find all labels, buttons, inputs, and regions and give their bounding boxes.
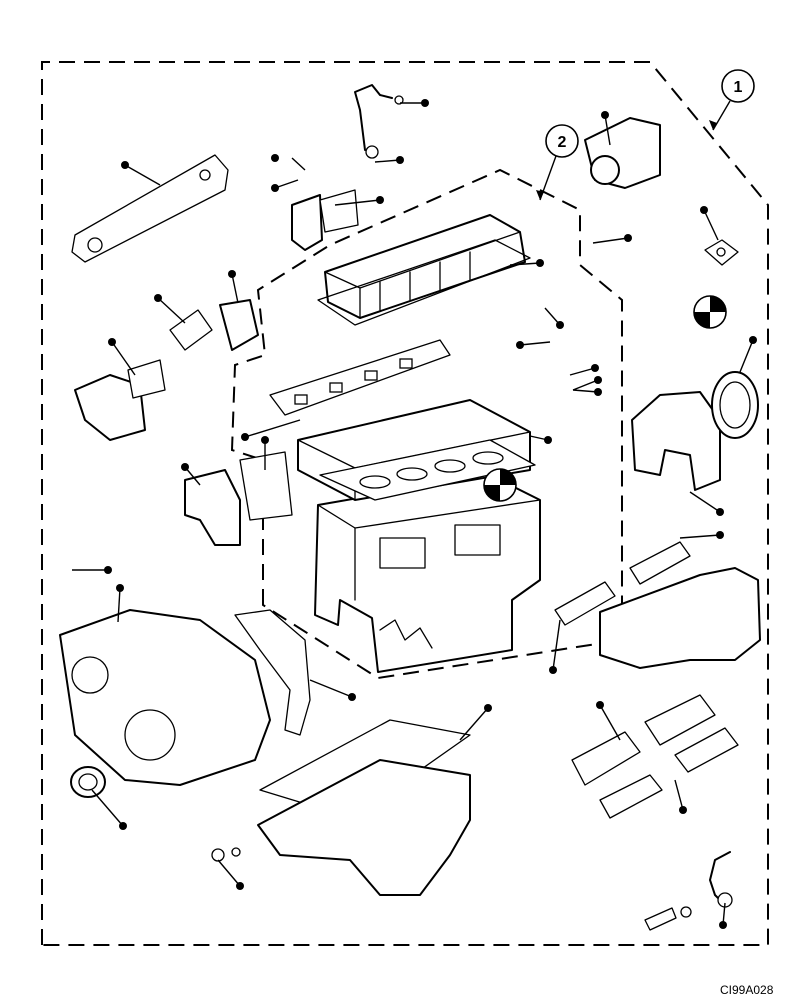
callout-1: 1 [709,69,755,131]
kit-2-boundary [230,168,623,680]
rear-seal-housing [631,391,721,491]
callout-2-label: 2 [558,134,567,151]
rear-crankshaft-seal [711,371,759,439]
oil-cooler-gasket [71,154,229,263]
oil-supply-tube [354,84,404,159]
turbocharger [584,117,661,189]
cover-plate-gasket-1 [571,731,641,786]
callout-1-label: 1 [734,79,743,96]
banjo-bolt [644,906,692,931]
gear-cover-gasket [234,609,311,736]
oil-drain-tube [709,851,733,908]
exhaust-manifold [599,567,761,669]
front-gear-housing [59,609,271,786]
engine-block [314,474,541,673]
exhaust-manifold-gasket-b [629,541,691,585]
oil-pan [257,759,471,896]
valve-cover [324,214,526,319]
intake-manifold-gasket [269,339,451,416]
pointer-dots [72,99,757,929]
figure-code: CI99A028 [720,983,774,997]
water-outlet-connection [169,299,259,351]
water-inlet-elbow [184,451,293,546]
reference-marker-center [483,468,517,502]
callout-2: 2 [536,124,579,201]
valve-cover-gasket [317,239,531,326]
thermostat-housing [291,189,359,251]
turbo-flange-gasket [704,239,739,266]
front-crankshaft-seal [70,766,106,798]
cover-plate-gasket-4 [674,727,739,773]
exhaust-manifold-gasket-a [554,581,616,626]
cover-plate-gasket-3 [599,774,663,819]
cover-plate-gasket-2 [644,694,716,746]
drain-plug [211,847,241,862]
reference-marker-upper [693,295,727,329]
head-gasket [319,439,536,501]
kit-1-boundary [41,61,769,946]
water-pump [74,359,166,441]
